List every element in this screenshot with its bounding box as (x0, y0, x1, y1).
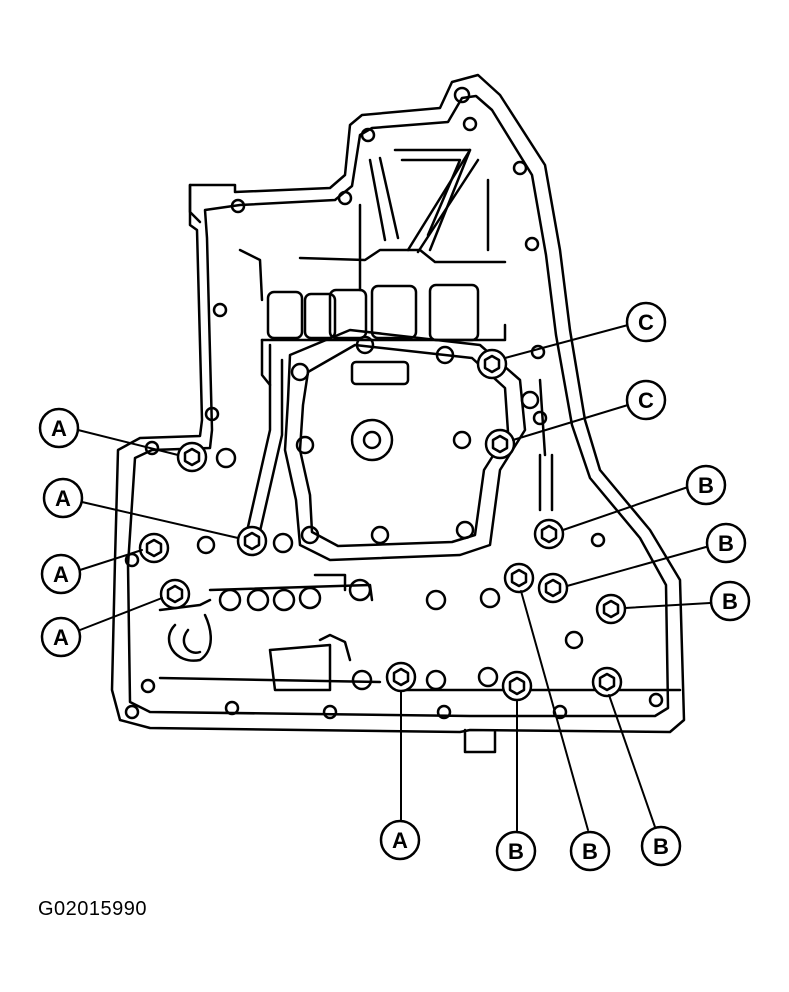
bolt-a-4 (159, 578, 191, 610)
callout-label: B (508, 839, 524, 864)
callout-label: C (638, 388, 654, 413)
callout-a-1: A (38, 407, 80, 449)
bolt-a-2 (236, 525, 268, 557)
callout-a-5: A (379, 819, 421, 861)
bolt-b-3 (503, 562, 535, 594)
callout-c-upper: C (625, 301, 667, 343)
callout-label: B (722, 589, 738, 614)
bolt-a-5 (385, 661, 417, 693)
callout-label: A (392, 828, 408, 853)
bolt-b-4 (595, 593, 627, 625)
bolt-b-5 (501, 670, 533, 702)
callout-label: A (55, 486, 71, 511)
callout-label: A (53, 562, 69, 587)
bolts (138, 348, 627, 702)
bolt-b-1 (533, 518, 565, 550)
callout-c-lower: C (625, 379, 667, 421)
callout-label: A (51, 416, 67, 441)
solenoid-row (260, 283, 507, 387)
callout-label: C (638, 310, 654, 335)
callout-b-2: B (705, 522, 747, 564)
bolt-a-1 (176, 441, 208, 473)
bolt-b-6 (591, 666, 623, 698)
callout-label: A (53, 625, 69, 650)
callout-label: B (698, 473, 714, 498)
housing-outline (110, 73, 686, 754)
leader-lines (77, 324, 711, 833)
callout-b-3: B (709, 580, 751, 622)
callout-label: B (718, 531, 734, 556)
callout-a-2: A (42, 477, 84, 519)
callout-b-1: B (685, 464, 727, 506)
upper-struts (238, 148, 507, 302)
callouts: C C A A A A B B B A B B B (38, 301, 751, 872)
callout-a-4: A (40, 616, 82, 658)
perimeter-holes (124, 86, 664, 720)
bolt-c-upper (476, 348, 508, 380)
callout-b-6: B (640, 825, 682, 867)
figure-id: G02015990 (38, 898, 148, 920)
bolt-b-2 (537, 572, 569, 604)
callout-label: B (653, 834, 669, 859)
callout-b-5: B (569, 830, 611, 872)
callout-a-3: A (40, 553, 82, 595)
lower-body (158, 343, 682, 692)
bolt-c-lower (484, 428, 516, 460)
callout-b-4: B (495, 830, 537, 872)
bolt-a-3 (138, 532, 170, 564)
callout-label: B (582, 839, 598, 864)
